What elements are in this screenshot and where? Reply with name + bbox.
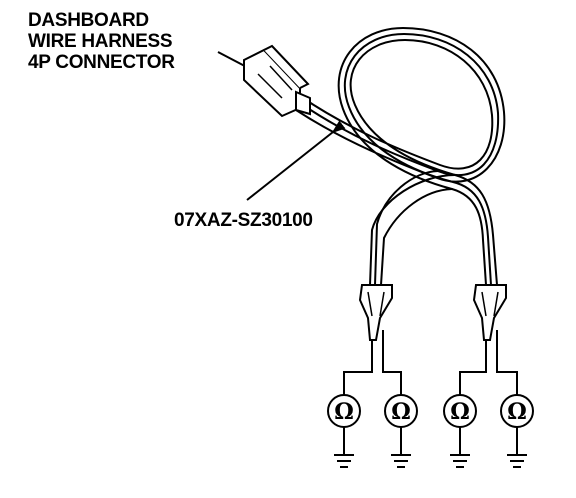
ohm-symbol-4: Ω xyxy=(507,399,527,425)
ground-icon-3 xyxy=(450,427,470,468)
harness-connector xyxy=(243,44,311,118)
ohm-symbol-2: Ω xyxy=(391,399,411,425)
ohm-meter-4: Ω xyxy=(500,394,534,428)
part-number-label: 07XAZ-SZ30100 xyxy=(174,210,313,231)
right-test-plug xyxy=(472,284,507,352)
connector-callout-line-1: DASHBOARD xyxy=(28,10,149,31)
ohm-meter-2: Ω xyxy=(384,394,418,428)
ohm-symbol-3: Ω xyxy=(450,399,470,425)
connector-callout: DASHBOARD WIRE HARNESS 4P CONNECTOR xyxy=(28,10,175,73)
meter-leads xyxy=(343,352,518,395)
part-number-arrow xyxy=(246,120,346,201)
connector-callout-line-3: 4P CONNECTOR xyxy=(28,52,175,73)
ground-icon-1 xyxy=(334,427,354,468)
connector-callout-line-2: WIRE HARNESS xyxy=(28,31,173,52)
ground-icon-2 xyxy=(391,427,411,468)
ground-icon-4 xyxy=(507,427,527,468)
ohm-meter-1: Ω xyxy=(327,394,361,428)
ohm-symbol-1: Ω xyxy=(334,399,354,425)
harness-cable xyxy=(295,26,506,286)
left-test-plug xyxy=(358,284,393,352)
ground-symbols xyxy=(334,427,527,468)
ohm-meter-3: Ω xyxy=(443,394,477,428)
